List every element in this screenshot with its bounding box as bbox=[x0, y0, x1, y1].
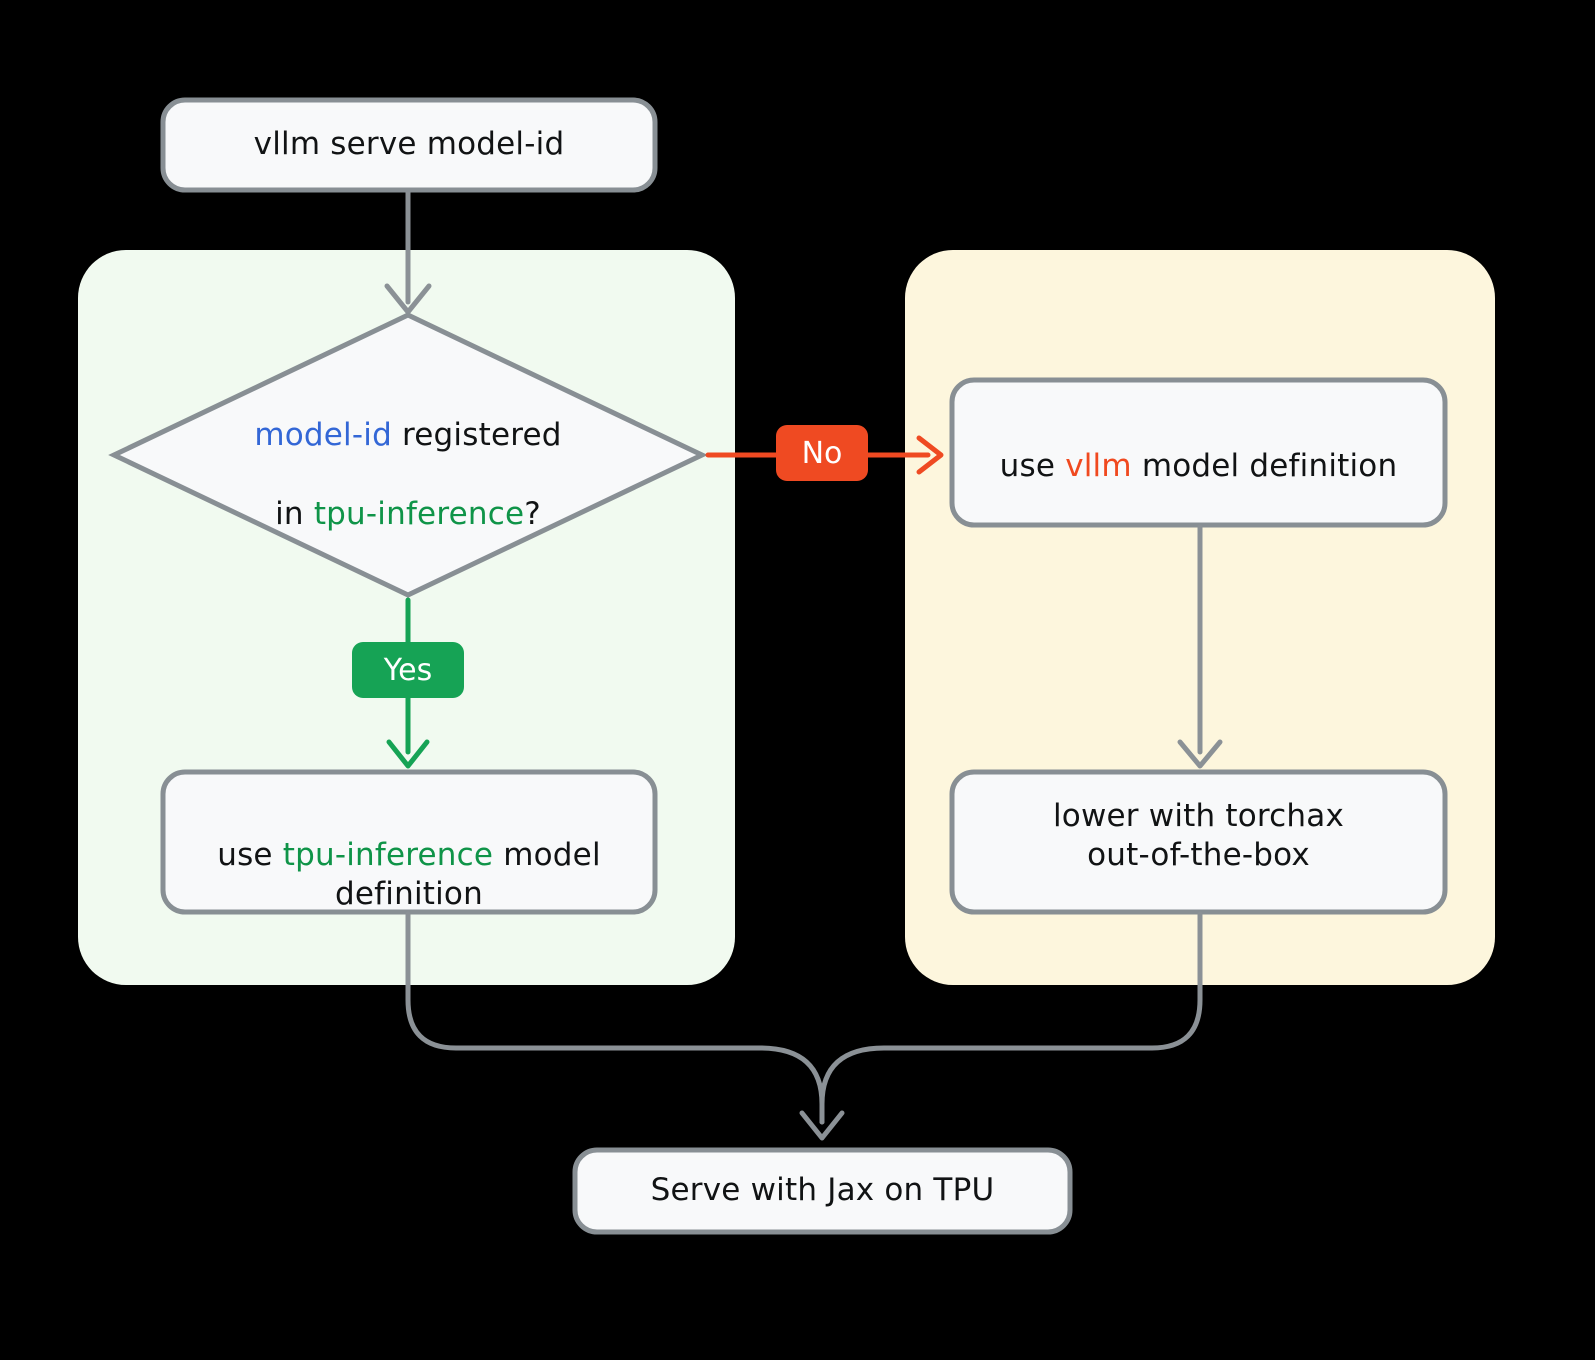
edge-left-to-end bbox=[405, 911, 825, 1125]
right-action-1-code-vllm: vllm bbox=[1065, 448, 1132, 485]
node-decision-shape[interactable] bbox=[108, 312, 708, 598]
node-start-label: vllm serve model-id bbox=[253, 126, 565, 163]
right-action-1-text-model-definition: model definition bbox=[1131, 448, 1398, 485]
edge-right-to-end bbox=[819, 911, 1203, 1125]
edge-label-no: No bbox=[776, 425, 868, 481]
node-left-action-label: use tpu-inference model definition bbox=[175, 797, 643, 912]
node-end-label: Serve with Jax on TPU bbox=[650, 1172, 995, 1209]
decision-text-in: in bbox=[275, 495, 314, 532]
decision-text-question: ? bbox=[524, 495, 541, 532]
left-action-text-model-definition: model definition bbox=[335, 837, 601, 913]
arrowhead-decision-yes bbox=[386, 739, 430, 769]
decision-code-model-id: model-id bbox=[254, 417, 392, 454]
node-start-shape[interactable] bbox=[160, 97, 658, 193]
decision-code-tpu-inference: tpu-inference bbox=[313, 495, 525, 532]
arrowhead-right1-to-right2 bbox=[1177, 739, 1223, 769]
right-action-1-text-use: use bbox=[999, 448, 1066, 485]
node-right-action-2-label: lower with torchax out-of-the-box bbox=[1052, 798, 1345, 874]
node-decision-label: model-id registered in tpu-inference? bbox=[148, 403, 668, 531]
decision-text-registered: registered bbox=[391, 417, 562, 454]
arrowhead-decision-no bbox=[916, 435, 944, 475]
node-right-action-1-label: use vllm model definition bbox=[962, 408, 1435, 488]
arrowhead-start-to-decision bbox=[384, 283, 432, 315]
left-action-code-tpu-inference: tpu-inference bbox=[282, 837, 494, 874]
arrowhead-merge-to-end bbox=[799, 1110, 845, 1141]
node-end-shape[interactable] bbox=[572, 1147, 1073, 1235]
edge-label-yes: Yes bbox=[352, 642, 464, 698]
left-action-text-use: use bbox=[217, 837, 283, 874]
